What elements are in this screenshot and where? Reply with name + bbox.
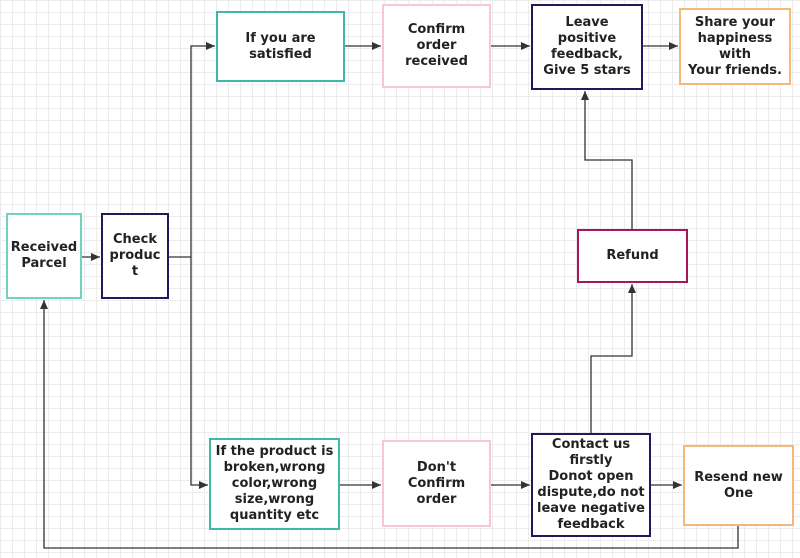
leave-positive-feedback-node: Leave positive feedback, Give 5 stars <box>531 4 643 90</box>
dont-confirm-order-node: Don't Confirm order <box>382 440 491 527</box>
share-happiness-node: Share your happiness with Your friends. <box>679 8 791 85</box>
contact-us-node: Contact us firstly Donot open dispute,do… <box>531 433 651 537</box>
arrow-check-to-satisfied <box>169 42 215 258</box>
check-product-node: Check produc t <box>101 213 169 299</box>
received-parcel-node: Received Parcel <box>6 213 82 299</box>
confirm-order-received-node: Confirm order received <box>382 4 491 88</box>
if-satisfied-node: If you are satisfied <box>216 11 345 82</box>
refund-node: Refund <box>577 229 688 283</box>
product-broken-node: If the product is broken,wrong color,wro… <box>209 438 340 530</box>
arrow-check-to-broken <box>190 257 208 489</box>
arrow-contact-to-refund <box>590 284 636 433</box>
resend-new-one-node: Resend new One <box>683 445 794 526</box>
arrow-resend-to-received <box>40 300 739 549</box>
arrow-refund-to-feedback <box>581 91 633 229</box>
